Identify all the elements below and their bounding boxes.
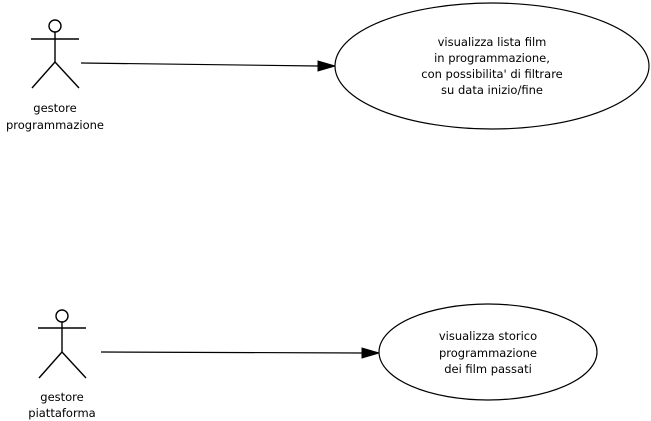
actor-name-line-1: gestore (40, 390, 83, 404)
association-line (80, 62, 319, 67)
arrowhead (361, 347, 381, 359)
use-case-text-line-3: con possibilita' di filtrare (421, 67, 563, 81)
arrowhead (317, 60, 337, 72)
use-case-text-line-1: visualizza storico (439, 329, 537, 343)
actor-right-leg (54, 61, 80, 89)
association-line (100, 351, 363, 354)
use-case-text-line-2: programmazione (439, 346, 537, 360)
use-case-text-line-3: dei film passati (444, 362, 532, 376)
use-case-text-line-4: su data inizio/fine (441, 83, 543, 97)
actor-right-leg (61, 351, 87, 379)
use-case-visualizza-storico[interactable]: visualizza storico programmazione dei fi… (378, 303, 598, 401)
association-2 (100, 347, 381, 359)
use-case-text-line-1: visualizza lista film (438, 35, 547, 49)
actor-head (55, 309, 69, 323)
association-1 (80, 60, 337, 72)
actor-left-leg (38, 351, 63, 379)
use-case-visualizza-lista-film[interactable]: visualizza lista film in programmazione,… (334, 2, 650, 130)
actor-name-line-2: piattaforma (28, 406, 95, 420)
actor-gestore-programmazione[interactable]: gestore programmazione (6, 19, 104, 132)
actor-name-line-1: gestore (33, 101, 76, 115)
use-case-text-line-2: in programmazione, (434, 51, 550, 65)
actor-gestore-piattaforma[interactable]: gestore piattaforma (28, 309, 96, 420)
actor-left-leg (31, 61, 56, 89)
actor-head (48, 19, 62, 33)
actor-name-line-2: programmazione (6, 118, 104, 132)
use-case-ellipse (334, 2, 650, 130)
use-case-ellipse (378, 303, 598, 401)
